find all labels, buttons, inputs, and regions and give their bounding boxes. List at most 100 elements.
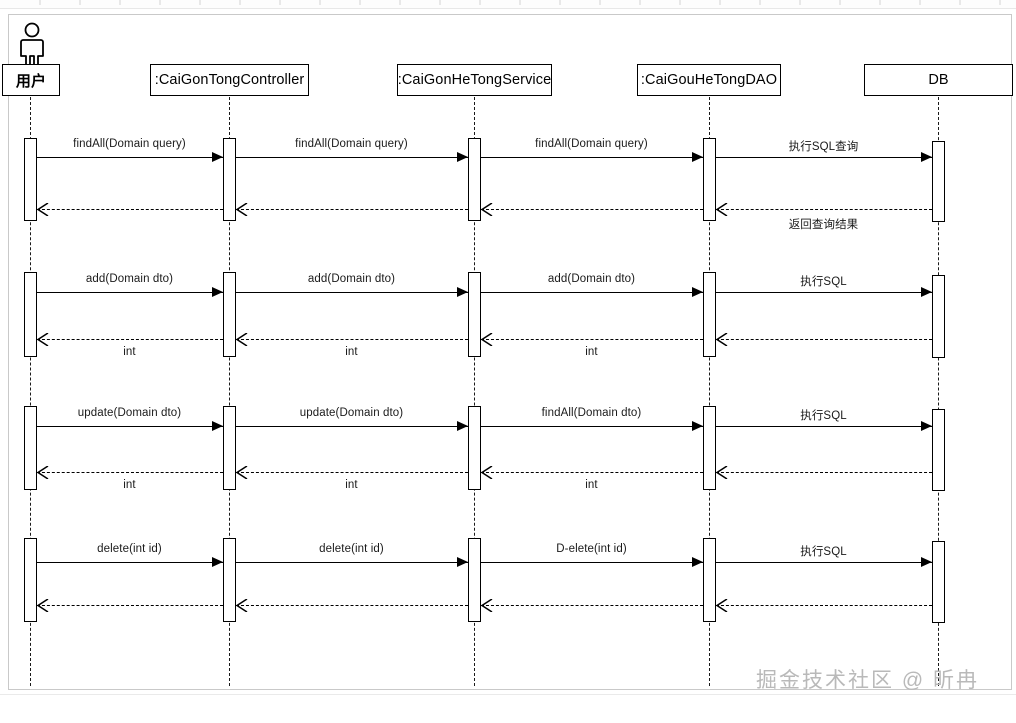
message-label-findAll-0: findAll(Domain query) [73, 138, 186, 150]
arrowhead-filled-icon [211, 421, 223, 431]
arrowhead-filled-icon [691, 287, 703, 297]
message-label-update-0: update(Domain dto) [77, 407, 182, 419]
arrowhead-filled-icon [691, 152, 703, 162]
return-message-findAll-r3 [715, 209, 932, 210]
arrowhead-open-icon [36, 597, 48, 613]
message-label-update-r0: int [123, 479, 136, 491]
message-label-update-1: update(Domain dto) [299, 407, 404, 419]
call-message-update-0 [36, 426, 223, 427]
participant-box-user[interactable]: 用户 [2, 64, 60, 96]
message-label-add-r2: int [585, 346, 598, 358]
actor-user-icon [20, 22, 44, 67]
arrowhead-filled-icon [920, 152, 932, 162]
message-label-findAll-1: findAll(Domain query) [295, 138, 408, 150]
return-message-update-r1 [235, 472, 468, 473]
message-label-add-3: 执行SQL [800, 276, 847, 288]
message-label-add-0: add(Domain dto) [85, 273, 174, 285]
message-label-add-r0: int [123, 346, 136, 358]
arrowhead-open-icon [480, 201, 492, 217]
return-message-delete-r1 [235, 605, 468, 606]
arrowhead-filled-icon [211, 557, 223, 567]
arrowhead-filled-icon [211, 152, 223, 162]
message-label-delete-0: delete(int id) [97, 543, 162, 555]
arrowhead-filled-icon [920, 557, 932, 567]
return-message-findAll-r2 [480, 209, 703, 210]
return-message-delete-r2 [480, 605, 703, 606]
activation-bar-dao-delete [703, 538, 716, 622]
lifeline-db [938, 97, 939, 686]
activation-bar-controller-update [223, 406, 236, 490]
participant-box-dao[interactable]: :CaiGouHeTongDAO [637, 64, 781, 96]
arrowhead-filled-icon [691, 557, 703, 567]
activation-bar-db-delete [932, 541, 945, 623]
message-label-update-3: 执行SQL [800, 410, 847, 422]
message-label-add-r1: int [345, 346, 358, 358]
return-message-delete-r0 [36, 605, 223, 606]
participant-label: :CaiGonHeTongService [397, 72, 552, 88]
call-message-add-2 [480, 292, 703, 293]
activation-bar-user-findAll [24, 138, 37, 221]
lifeline-service [474, 97, 475, 686]
activation-bar-user-add [24, 272, 37, 357]
watermark: 掘金技术社区 @ 昕冉 [756, 669, 979, 692]
diagram-frame [8, 14, 1012, 690]
arrowhead-open-icon [235, 597, 247, 613]
lifeline-controller [229, 97, 230, 686]
arrowhead-open-icon [480, 597, 492, 613]
call-message-delete-2 [480, 562, 703, 563]
call-message-update-1 [235, 426, 468, 427]
message-label-update-r1: int [345, 479, 358, 491]
message-label-findAll-r3: 返回查询结果 [788, 219, 859, 231]
arrowhead-filled-icon [211, 287, 223, 297]
activation-bar-db-findAll [932, 141, 945, 222]
arrowhead-open-icon [235, 201, 247, 217]
call-message-findAll-2 [480, 157, 703, 158]
ruler-ticks-icon [39, 0, 1001, 5]
arrowhead-open-icon [715, 597, 727, 613]
call-message-add-0 [36, 292, 223, 293]
arrowhead-open-icon [36, 464, 48, 480]
participant-box-controller[interactable]: :CaiGonTongController [150, 64, 309, 96]
call-message-add-3 [715, 292, 932, 293]
arrowhead-open-icon [480, 331, 492, 347]
call-message-update-3 [715, 426, 932, 427]
message-label-add-2: add(Domain dto) [547, 273, 636, 285]
message-label-delete-3: 执行SQL [800, 546, 847, 558]
call-message-add-1 [235, 292, 468, 293]
message-label-update-2: findAll(Domain dto) [541, 407, 642, 419]
return-message-update-r2 [480, 472, 703, 473]
activation-bar-dao-findAll [703, 138, 716, 221]
call-message-update-2 [480, 426, 703, 427]
return-message-update-r3 [715, 472, 932, 473]
activation-bar-service-add [468, 272, 481, 357]
return-message-findAll-r1 [235, 209, 468, 210]
call-message-delete-1 [235, 562, 468, 563]
participant-box-db[interactable]: DB [864, 64, 1013, 96]
message-label-update-r2: int [585, 479, 598, 491]
participant-box-service[interactable]: :CaiGonHeTongService [397, 64, 552, 96]
activation-bar-service-findAll [468, 138, 481, 221]
arrowhead-filled-icon [456, 287, 468, 297]
call-message-delete-0 [36, 562, 223, 563]
message-label-findAll-3: 执行SQL查询 [788, 141, 859, 153]
arrowhead-filled-icon [456, 152, 468, 162]
bottom-strip [0, 694, 1016, 723]
activation-bar-service-delete [468, 538, 481, 622]
activation-bar-controller-findAll [223, 138, 236, 221]
activation-bar-user-delete [24, 538, 37, 622]
lifeline-dao [709, 97, 710, 686]
return-message-add-r0 [36, 339, 223, 340]
arrowhead-open-icon [715, 201, 727, 217]
arrowhead-open-icon [480, 464, 492, 480]
arrowhead-open-icon [36, 331, 48, 347]
return-message-findAll-r0 [36, 209, 223, 210]
lifeline-user [30, 97, 31, 686]
call-message-findAll-3 [715, 157, 932, 158]
return-message-add-r3 [715, 339, 932, 340]
arrowhead-filled-icon [920, 287, 932, 297]
participant-label: :CaiGonTongController [154, 72, 305, 88]
arrowhead-filled-icon [456, 421, 468, 431]
message-label-add-1: add(Domain dto) [307, 273, 396, 285]
activation-bar-dao-add [703, 272, 716, 357]
arrowhead-open-icon [36, 201, 48, 217]
